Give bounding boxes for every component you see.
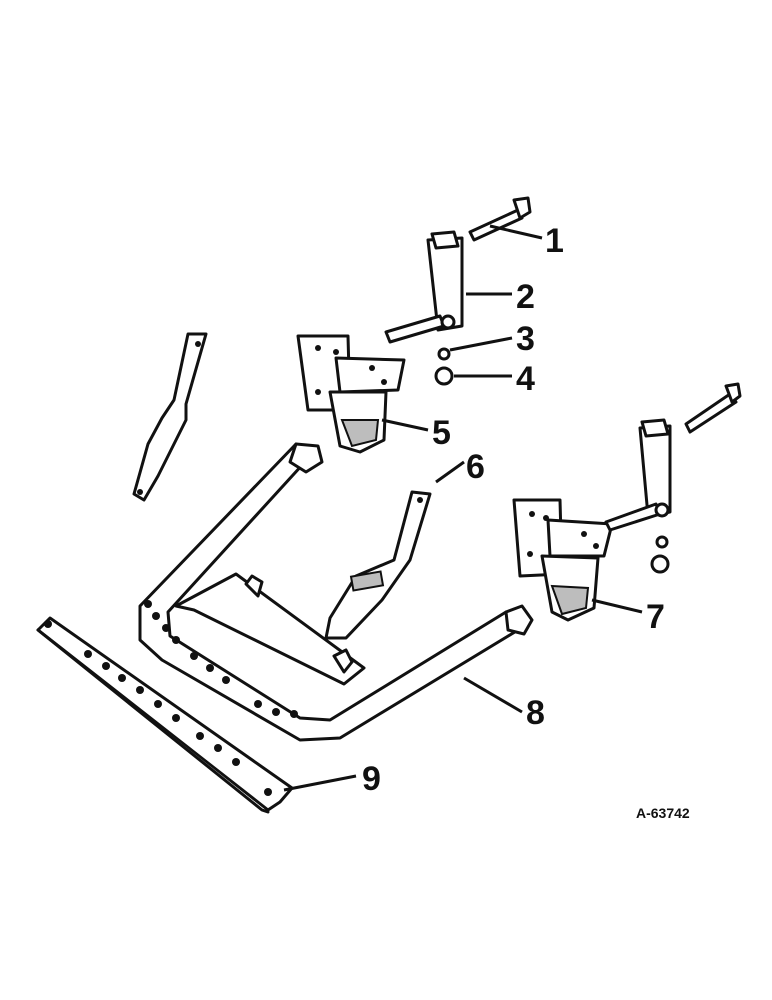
nut-part [434,366,454,386]
mounting-bracket-right-part [512,498,614,622]
mounting-bracket-part [296,334,406,454]
callout-8: 8 [526,694,545,732]
callout-2: 2 [516,278,535,316]
lock-washer-right-part [655,535,669,549]
bolt-right-part [684,382,742,434]
left-bent-strap-part [132,332,208,502]
nut-right-part [650,554,670,574]
bent-strap-part [324,490,432,640]
callout-3: 3 [516,320,535,358]
bolt-part [468,196,532,242]
callout-4: 4 [516,360,535,398]
callout-9: 9 [362,760,381,798]
lock-washer-part [437,347,451,361]
clevis-right-part [604,418,672,532]
u-frame-part [138,442,534,742]
callout-1: 1 [545,222,564,260]
leader-lines [283,224,643,792]
drawbar-part [36,616,294,814]
figure-id: A-63742 [636,805,690,821]
clevis-part [384,230,464,344]
callout-5: 5 [432,414,451,452]
callout-7: 7 [646,598,665,636]
callout-6: 6 [466,448,485,486]
